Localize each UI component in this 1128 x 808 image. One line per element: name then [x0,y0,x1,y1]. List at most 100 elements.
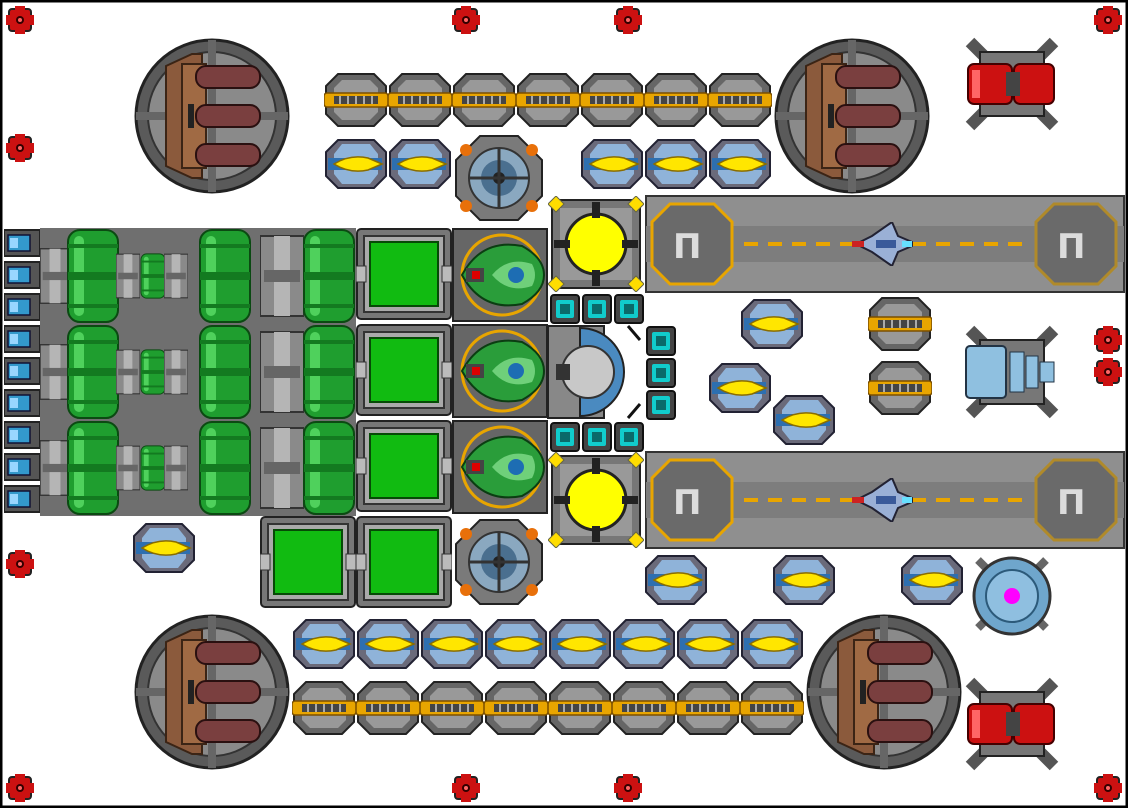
hangar-bay-bottom[interactable]: Π Π [645,451,1125,549]
fuel-tank[interactable] [67,229,119,323]
laser-turret[interactable] [325,139,387,189]
laser-turret[interactable] [773,395,835,445]
anchor-point[interactable] [1094,774,1122,802]
hangar-bay-top[interactable]: Π Π [645,195,1125,293]
fuel-tank[interactable] [67,421,119,515]
shield-emitter[interactable] [646,358,676,388]
engine[interactable] [4,325,40,353]
engine[interactable] [4,453,40,481]
laser-turret[interactable] [645,139,707,189]
gatling-gun[interactable] [452,73,516,127]
laser-turret[interactable] [901,555,963,605]
laser-turret[interactable] [645,555,707,605]
gatling-gun[interactable] [324,73,388,127]
fuel-tank[interactable] [67,325,119,419]
fuel-tank[interactable] [198,420,252,516]
anchor-point[interactable] [6,550,34,578]
anchor-point[interactable] [452,6,480,34]
reactor[interactable] [548,196,644,292]
anchor-point[interactable] [1094,326,1122,354]
reactor[interactable] [548,452,644,548]
shield-emitter[interactable] [614,422,644,452]
gatling-gun[interactable] [516,73,580,127]
gyroscope[interactable] [454,134,544,222]
anchor-point[interactable] [6,774,34,802]
shield-emitter[interactable] [582,422,612,452]
engine[interactable] [4,229,40,257]
fuel-tank[interactable] [140,348,166,396]
gatling-gun[interactable] [740,681,804,735]
laser-turret[interactable] [677,619,739,669]
laser-turret[interactable] [773,555,835,605]
ion-thruster[interactable] [965,325,1059,419]
anchor-point[interactable] [1094,6,1122,34]
laser-turret[interactable] [709,363,771,413]
fuel-tank[interactable] [303,229,355,323]
laser-turret[interactable] [709,139,771,189]
laser-turret[interactable] [485,619,547,669]
fuel-tank[interactable] [140,444,166,492]
shield-emitter[interactable] [646,390,676,420]
anchor-point[interactable] [614,6,642,34]
anchor-point[interactable] [452,774,480,802]
laser-turret[interactable] [613,619,675,669]
fuel-tank[interactable] [140,252,166,300]
heavy-turret[interactable] [806,614,962,770]
cargo-crate[interactable] [356,228,452,320]
radar-dish[interactable] [972,556,1052,636]
laser-turret[interactable] [421,619,483,669]
gatling-gun[interactable] [420,681,484,735]
engine[interactable] [4,261,40,289]
gatling-gun[interactable] [868,297,932,351]
laser-turret[interactable] [389,139,451,189]
missile-launcher[interactable] [968,42,1054,126]
cargo-crate[interactable] [356,420,452,512]
engine[interactable] [4,357,40,385]
laser-turret[interactable] [549,619,611,669]
anchor-point[interactable] [614,774,642,802]
fuel-tank[interactable] [303,421,355,515]
gatling-gun[interactable] [708,73,772,127]
shield-emitter[interactable] [646,326,676,356]
anchor-point[interactable] [6,134,34,162]
gatling-gun[interactable] [356,681,420,735]
engine[interactable] [4,293,40,321]
laser-turret[interactable] [133,523,195,573]
shield-emitter[interactable] [550,294,580,324]
gatling-gun[interactable] [388,73,452,127]
gatling-gun[interactable] [868,361,932,415]
engine[interactable] [4,421,40,449]
cargo-crate[interactable] [260,516,356,608]
laser-turret[interactable] [293,619,355,669]
engine-column[interactable] [4,229,40,513]
heavy-turret[interactable] [774,38,930,194]
gyroscope[interactable] [454,518,544,606]
laser-turret[interactable] [741,619,803,669]
gatling-gun[interactable] [548,681,612,735]
gatling-gun[interactable] [612,681,676,735]
cockpit[interactable] [452,420,548,514]
anchor-point[interactable] [1094,358,1122,386]
cockpit[interactable] [452,324,548,418]
heavy-turret[interactable] [134,38,290,194]
gatling-gun[interactable] [644,73,708,127]
fuel-tank[interactable] [198,324,252,420]
shield-emitter[interactable] [582,294,612,324]
shield-emitter[interactable] [550,422,580,452]
fuel-tank[interactable] [198,228,252,324]
missile-launcher[interactable] [968,682,1054,766]
heavy-turret[interactable] [134,614,290,770]
engine[interactable] [4,485,40,513]
cargo-crate[interactable] [356,516,452,608]
laser-turret[interactable] [357,619,419,669]
laser-turret[interactable] [581,139,643,189]
anchor-point[interactable] [6,6,34,34]
sensor-dome[interactable] [547,325,642,419]
laser-turret[interactable] [741,299,803,349]
engine[interactable] [4,389,40,417]
gatling-gun[interactable] [580,73,644,127]
cockpit[interactable] [452,228,548,322]
cargo-crate[interactable] [356,324,452,416]
fuel-tank[interactable] [303,325,355,419]
